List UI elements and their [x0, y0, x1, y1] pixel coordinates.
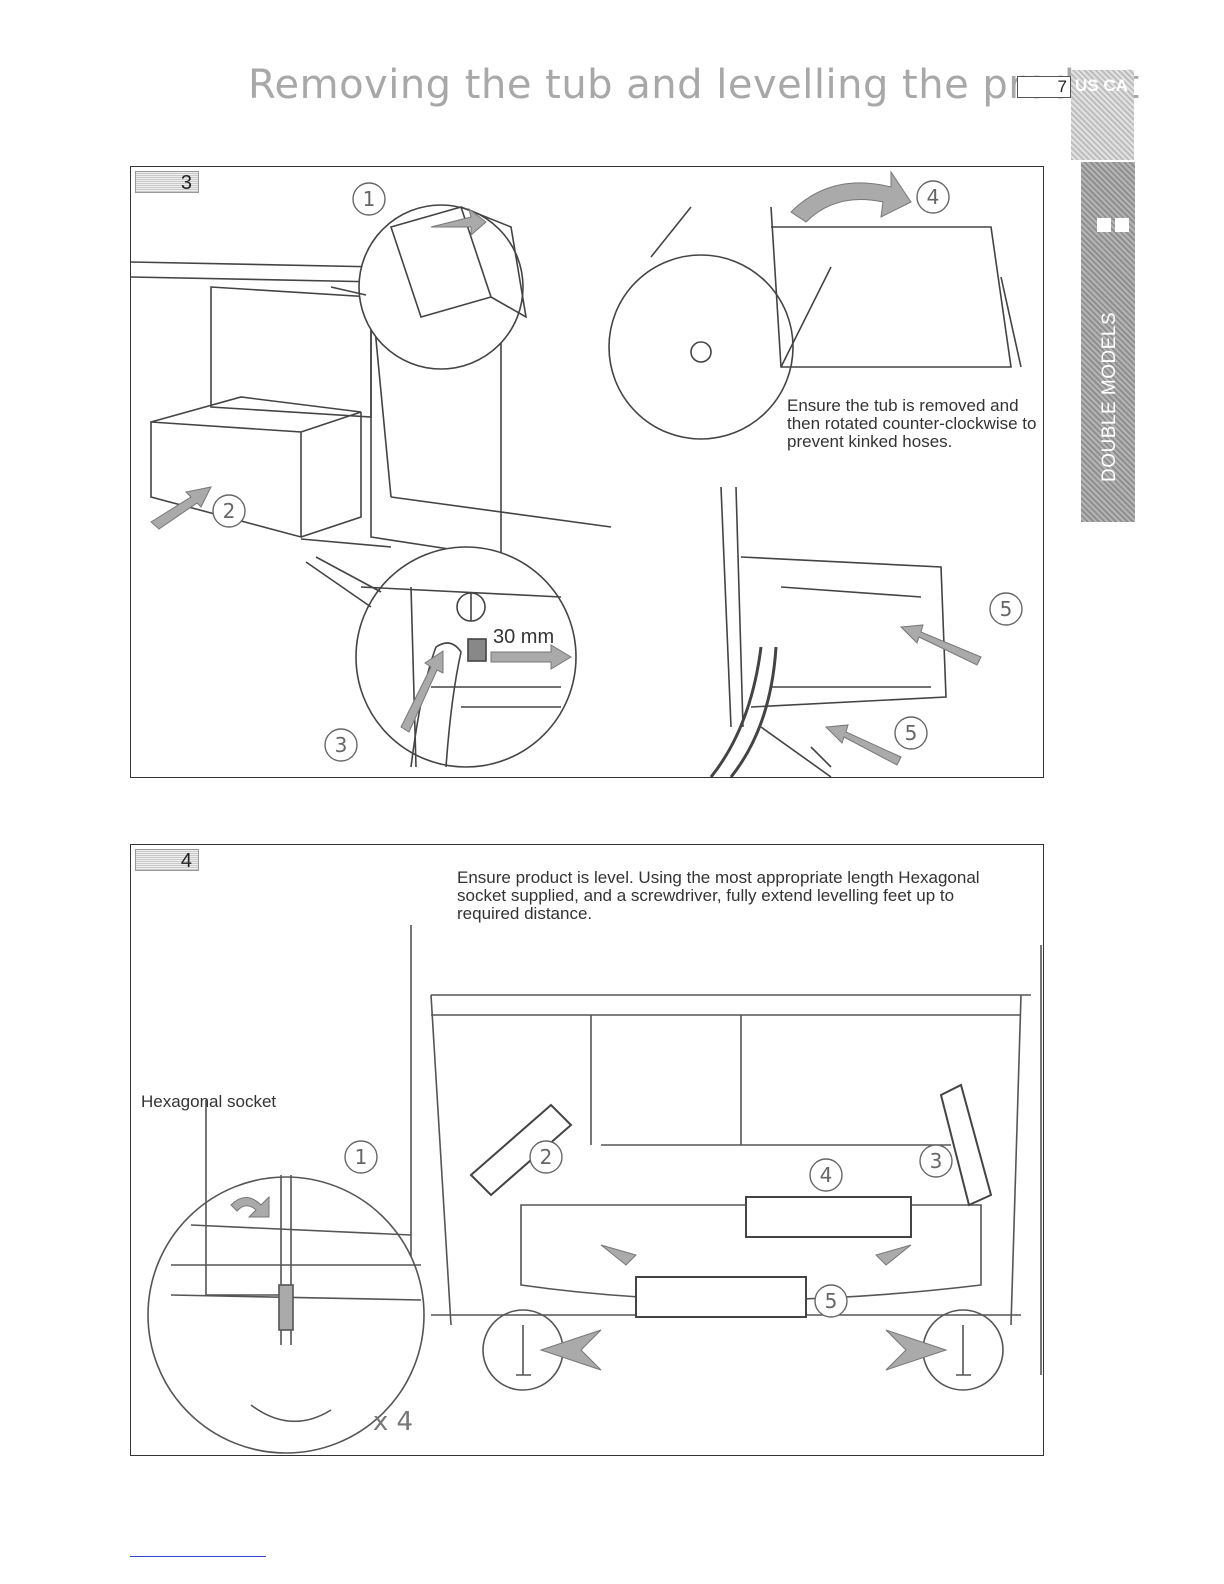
step-4-panel: 4 Ensure product is level. Using the mos… — [130, 844, 1044, 1456]
footer-line — [130, 1556, 266, 1557]
step-3-illustration: 1 2 3 4 5 5 30 mm — [131, 170, 1023, 777]
open-drawer — [150, 396, 362, 539]
arrow-insert-icon — [824, 724, 902, 766]
step-3-panel: 3 — [130, 166, 1044, 778]
region-code: US CA — [1075, 76, 1128, 95]
callout-2: 2 — [223, 499, 236, 523]
quantity-label: x 4 — [373, 1407, 413, 1437]
page-title: Removing the tub and levelling the produ… — [248, 62, 1140, 108]
callout-1: 1 — [363, 187, 376, 211]
countertop — [131, 261, 612, 528]
arrow-twist-icon — [430, 207, 487, 237]
callout-5b: 5 — [905, 721, 918, 745]
callout-5: 5 — [825, 1289, 838, 1313]
hexagonal-socket-label: Hexagonal socket — [141, 1092, 277, 1111]
section-tab: DOUBLE MODELS — [1081, 162, 1135, 522]
spirit-level-5 — [635, 1276, 807, 1318]
arrow-pull-icon — [150, 486, 212, 530]
tub-wheel — [608, 254, 794, 440]
tub-rotation-note: Ensure the tub is removed and then rotat… — [787, 396, 1037, 451]
arrow-right-icon — [875, 1244, 912, 1266]
callout-3: 3 — [930, 1149, 943, 1173]
arrow-insert-icon — [899, 624, 982, 666]
arrow-right-icon — [885, 1329, 948, 1371]
region-badge: US CA — [1071, 70, 1134, 160]
rail-assembly — [720, 486, 947, 728]
arrow-slide-icon — [490, 644, 572, 670]
callout-3: 3 — [335, 733, 348, 757]
tab-square-icon — [1115, 218, 1129, 232]
step-4-number: 4 — [135, 849, 199, 872]
rotate-icon — [230, 1195, 270, 1218]
detail-circle-1 — [358, 204, 524, 370]
arrow-left-icon — [539, 1329, 602, 1371]
arrow-rotate-icon — [790, 170, 912, 223]
measurement-label: 30 mm — [493, 626, 554, 648]
levelling-instruction: Ensure product is level. Using the most … — [457, 868, 980, 923]
spirit-level-2 — [469, 1103, 573, 1197]
cabinet-frame — [410, 925, 1031, 1326]
section-tab-label: DOUBLE MODELS — [1099, 311, 1120, 483]
step-4-illustration: 1 2 3 4 5 x 4 — [147, 925, 1042, 1454]
callout-4: 4 — [820, 1163, 833, 1187]
callout-1: 1 — [355, 1145, 368, 1169]
arrow-left-icon — [600, 1244, 637, 1266]
page-number: 7 — [1017, 76, 1071, 98]
spirit-level-4 — [745, 1196, 912, 1238]
step-3-number: 3 — [135, 171, 199, 194]
callout-2: 2 — [540, 1145, 553, 1169]
tab-square-icon — [1097, 218, 1111, 232]
callout-5: 5 — [1000, 597, 1013, 621]
drawer-front-upper — [210, 286, 372, 418]
arrow-push-icon — [400, 650, 444, 733]
spirit-level-3 — [939, 1083, 993, 1207]
callout-4: 4 — [927, 185, 940, 209]
